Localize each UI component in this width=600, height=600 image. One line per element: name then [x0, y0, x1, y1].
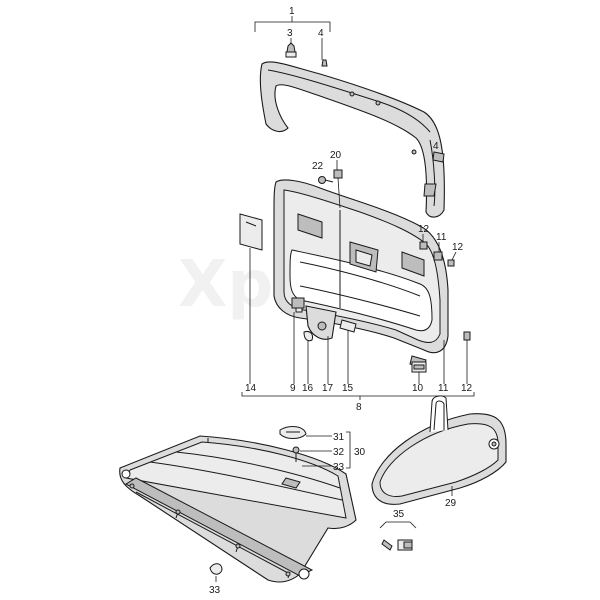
callout-35: 35 [393, 509, 405, 520]
callout-8: 8 [356, 402, 362, 413]
callout-15: 15 [342, 383, 354, 394]
callout-30: 30 [354, 447, 366, 458]
bracket-part-8 [241, 392, 475, 397]
handle-part-31 [279, 426, 307, 439]
callout-12-mid: 12 [452, 242, 464, 253]
cover-part-17 [305, 305, 337, 340]
clip-part-12-lower [463, 331, 471, 341]
callout-4-side: 4 [433, 141, 439, 152]
callout-20: 20 [330, 150, 342, 161]
bracket-part-1 [254, 21, 331, 32]
screw-part-22 [318, 176, 334, 184]
luggage-cover [119, 435, 357, 583]
cap-part-16 [303, 331, 313, 342]
retainer-part-35 [397, 539, 413, 551]
hook-part-33 [209, 563, 223, 582]
callout-12-lower: 12 [461, 383, 473, 394]
clip-part-4-top [321, 59, 328, 67]
callout-1: 1 [289, 6, 295, 17]
callout-3: 3 [287, 28, 293, 39]
callout-29: 29 [445, 498, 457, 509]
callout-12-upper: 12 [418, 224, 430, 235]
callout-9: 9 [290, 383, 296, 394]
clip-part-4-side [432, 151, 445, 163]
screw-part-35 [381, 539, 393, 551]
bracket-part-30 [346, 431, 351, 469]
callout-33-lower: 33 [209, 585, 221, 596]
callout-11-lower: 11 [438, 383, 449, 394]
callout-32: 32 [333, 447, 345, 458]
callout-11-upper: 11 [436, 232, 447, 243]
callout-4-top: 4 [318, 28, 324, 39]
catch-part-10 [411, 361, 427, 373]
callout-14: 14 [245, 383, 257, 394]
clip-part-12-upper [419, 241, 428, 250]
storage-bag [371, 395, 507, 505]
callout-22: 22 [312, 161, 324, 172]
callout-33-upper: 33 [333, 462, 345, 473]
callout-10: 10 [412, 383, 424, 394]
clip-part-3 [285, 42, 297, 58]
clip-part-9 [291, 297, 305, 313]
callout-16: 16 [302, 383, 314, 394]
clip-part-11-upper [433, 251, 443, 261]
nut-part-20 [333, 169, 343, 209]
cover-part-15 [339, 319, 357, 333]
clip-part-12-mid [447, 259, 455, 267]
bracket-part-35 [379, 521, 417, 529]
tailgate-frame-trim [259, 61, 445, 218]
callout-17: 17 [322, 383, 334, 394]
screw-part-32 [292, 446, 300, 462]
callout-31: 31 [333, 432, 345, 443]
